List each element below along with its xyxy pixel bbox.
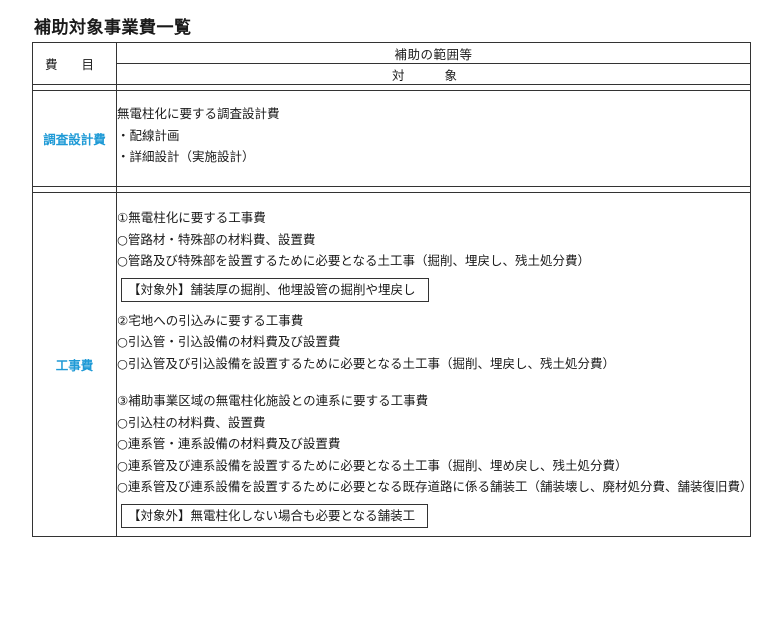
section-item: ○引込柱の材料費、設置費 bbox=[117, 414, 266, 430]
section-heading: ③補助事業区域の無電柱化施設との連系に要する工事費 bbox=[117, 393, 429, 408]
header-sub-row: 対 象 bbox=[33, 63, 751, 85]
section-item: ○引込管・引込設備の材料費及び設置費 bbox=[117, 334, 341, 349]
category-survey-design: 調査設計費 bbox=[32, 90, 117, 187]
excluded-note: 【対象外】無電柱化しない場合も必要となる舗装工 bbox=[121, 503, 429, 528]
header-row: 費 目 補助の範囲等 bbox=[32, 42, 751, 85]
section-item: ○管路材・特殊部の材料費、設置費 bbox=[117, 231, 316, 247]
header-scope: 補助の範囲等 bbox=[116, 42, 751, 64]
survey-line: ・配線計画 bbox=[117, 127, 180, 143]
section-item: ○連系管及び連系設備を設置するために必要となる既存道路に係る舗装工（舗装壊し、廃… bbox=[117, 479, 753, 494]
section-heading: ②宅地への引込みに要する工事費 bbox=[117, 312, 304, 328]
category-construction: 工事費 bbox=[32, 192, 117, 537]
section-item: ○引込管及び引込設備を設置するために必要となる土工事（掘削、埋戻し、残土処分費） bbox=[117, 355, 616, 371]
section-item: ○連系管・連系設備の材料費及び設置費 bbox=[117, 436, 341, 451]
header-expense-item: 費 目 bbox=[32, 42, 117, 85]
subsidy-table: 費 目 補助の範囲等 対 象 調査設計費 無電柱化に要する調査設計費 ・配線計画… bbox=[32, 42, 753, 537]
row-gap bbox=[32, 186, 751, 193]
section-item: ○管路及び特殊部を設置するために必要となる土工事（掘削、埋戻し、残土処分費） bbox=[117, 253, 591, 268]
survey-line: 無電柱化に要する調査設計費 bbox=[117, 106, 280, 121]
page-title: 補助対象事業費一覧 bbox=[34, 18, 192, 38]
header-target: 対 象 bbox=[116, 63, 751, 85]
construction-content: ①無電柱化に要する工事費 ○管路材・特殊部の材料費、設置費 ○管路及び特殊部を設… bbox=[116, 192, 753, 537]
survey-design-content: 無電柱化に要する調査設計費 ・配線計画 ・詳細設計（実施設計） bbox=[116, 90, 751, 187]
excluded-note: 【対象外】舗装厚の掘削、他埋設管の掘削や埋戻し bbox=[121, 277, 429, 302]
row-construction: 工事費 ①無電柱化に要する工事費 ○管路材・特殊部の材料費、設置費 ○管路及び特… bbox=[32, 192, 753, 537]
section-item: ○連系管及び連系設備を設置するために必要となる土工事（掘削、埋め戻し、残土処分費… bbox=[117, 457, 628, 473]
section-heading: ①無電柱化に要する工事費 bbox=[117, 210, 266, 225]
survey-line: ・詳細設計（実施設計） bbox=[117, 149, 255, 164]
row-survey-design: 調査設計費 無電柱化に要する調査設計費 ・配線計画 ・詳細設計（実施設計） bbox=[32, 90, 751, 187]
